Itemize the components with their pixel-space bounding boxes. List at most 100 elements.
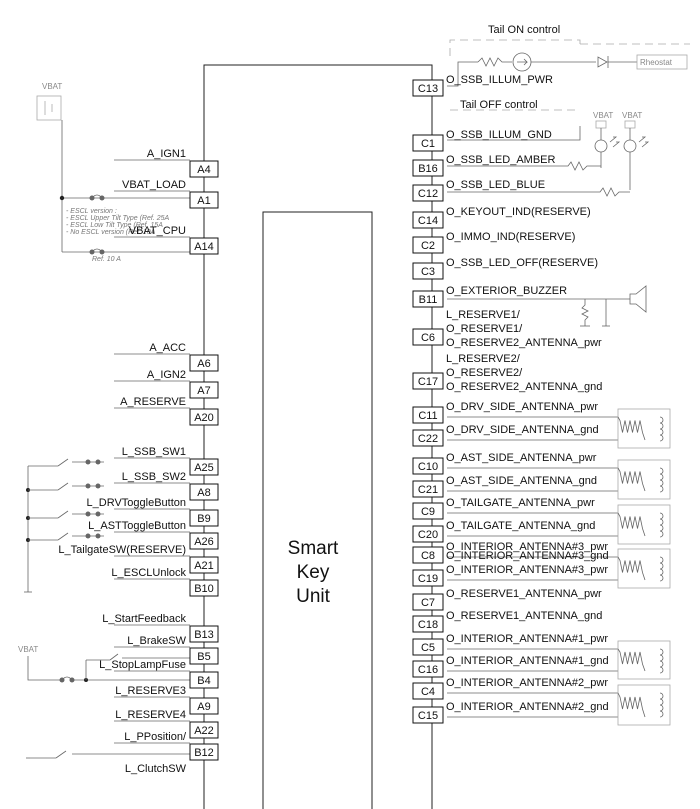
amber-led-icon	[594, 139, 608, 153]
pin-label-line-2: O_RESERVE1/	[446, 323, 523, 335]
antenna-coil-icon	[447, 459, 671, 500]
fuse-note-line-1: - ESCL version :	[66, 208, 117, 215]
right-pin-c5: C5O_INTERIOR_ANTENNA#1_pwr	[412, 633, 608, 656]
pin-label: O_RESERVE1_ANTENNA_pwr	[446, 588, 602, 600]
pin-id: B4	[197, 675, 210, 687]
pin-id: A20	[194, 412, 214, 424]
left-pin-a9: A9L_RESERVE3	[114, 685, 219, 715]
pin-id: A6	[197, 358, 210, 370]
left-pin-a20: A20 A_RESERVE	[114, 396, 219, 426]
pin-id: C15	[418, 710, 438, 722]
left-power-circuit: VBAT - ESCL version : - ESCL Upper Tilt …	[36, 82, 190, 263]
pin-label-line-3: O_RESERVE2_ANTENNA_pwr	[446, 337, 602, 349]
pin-id: A22	[194, 725, 214, 737]
pin-label: L_SSB_SW1	[122, 446, 186, 458]
pin-label: VBAT_LOAD	[122, 179, 186, 191]
tail-off-control-label: Tail OFF control	[460, 99, 538, 111]
pin-id: C5	[421, 642, 435, 654]
pin-label: L_SSB_SW2	[122, 471, 186, 483]
right-pin-c7: C7 O_RESERVE1_ANTENNA_pwr	[412, 588, 602, 611]
switch-icon	[28, 482, 104, 491]
pin-id: B10	[194, 583, 214, 595]
pin-label: L_DRVToggleButton	[87, 497, 186, 509]
battery-vbat-label: VBAT	[42, 82, 62, 91]
pin-id: C9	[421, 506, 435, 518]
left-pin-b10: B10 L_ESCLUnlock	[111, 567, 219, 597]
pin-label: A_RESERVE	[120, 396, 186, 408]
unit-outline	[203, 64, 433, 809]
pin-label: O_INTERIOR_ANTENNA#3_pwr	[446, 541, 608, 553]
pin-id: C4	[421, 686, 435, 698]
pin-label: O_IMMO_IND(RESERVE)	[446, 231, 575, 243]
antenna-coil-icon	[447, 408, 671, 449]
fuse-note-line-3: - ESCL Low Tilt Type (Ref. 15A	[66, 222, 163, 229]
buzzer-circuit	[447, 285, 647, 327]
tail-control-circuit: Tail ON control Tail OFF control Rheosta…	[447, 24, 690, 197]
switch-icon	[28, 532, 104, 541]
pin-id: B5	[197, 651, 210, 663]
fuse-note-line-4: - No ESCL version (Ref. 10A	[66, 229, 156, 236]
pin-label: O_EXTERIOR_BUZZER	[446, 285, 567, 297]
led-vbat-label-1: VBAT	[593, 111, 613, 120]
pin-label: O_DRV_SIDE_ANTENNA_gnd	[446, 424, 599, 436]
pin-label: O_TAILGATE_ANTENNA_gnd	[446, 520, 595, 532]
antenna-coils	[447, 408, 671, 726]
pin-label: A_ACC	[149, 342, 186, 354]
left-pin-a7: A7A_IGN2	[114, 369, 219, 399]
led-vbat-label-2: VBAT	[622, 111, 642, 120]
pin-label: O_SSB_ILLUM_PWR	[446, 74, 553, 86]
right-pin-c1: C1O_SSB_ILLUM_GND	[412, 129, 552, 152]
switch-icon	[28, 510, 104, 519]
unit-title-line-1: Smart	[288, 538, 339, 559]
right-pin-c15: C15 O_INTERIOR_ANTENNA#2_gnd	[412, 701, 609, 724]
pin-id: C12	[418, 188, 438, 200]
pin-id: A4	[197, 164, 210, 176]
pin-label: A_IGN1	[147, 148, 186, 160]
left-pin-b4: B4 L_StopLampFuse	[99, 659, 219, 689]
pin-label: O_INTERIOR_ANTENNA#1_gnd	[446, 655, 609, 667]
pin-label: L_StopLampFuse	[99, 659, 186, 671]
pin-id: C14	[418, 215, 438, 227]
left-pin-a6: A6 A_ACC	[114, 342, 219, 372]
pin-id: C8	[421, 550, 435, 562]
pin-label: L_RESERVE3	[115, 685, 186, 697]
left-pin-a8: A8L_SSB_SW2	[114, 471, 219, 501]
pin-id: C17	[418, 376, 438, 388]
rheostat-box	[636, 54, 688, 70]
battery-icon	[36, 95, 62, 121]
pin-id: C19	[418, 573, 438, 585]
pin-label: L_PPosition/	[124, 731, 187, 743]
pin-id: C21	[418, 484, 438, 496]
buzzer-icon	[629, 285, 647, 313]
pin-id: B12	[194, 747, 214, 759]
left-pin-a4: A4 A_IGN1	[114, 148, 219, 178]
right-pin-c6: C6L_RESERVE1/O_RESERVE1/O_RESERVE2_ANTEN…	[412, 309, 602, 349]
pin-label-line-2: L_ClutchSW	[125, 763, 187, 775]
pin-label-line-2: O_RESERVE2/	[446, 367, 523, 379]
pin-id: C11	[418, 410, 437, 422]
unit-title: Smart Key Unit	[288, 538, 339, 607]
pin-label: O_SSB_LED_OFF(RESERVE)	[446, 257, 598, 269]
right-pin-c4: C4O_INTERIOR_ANTENNA#2_pwr	[412, 677, 608, 700]
pin-label: O_RESERVE1_ANTENNA_gnd	[446, 610, 602, 622]
pin-label: L_ESCLUnlock	[111, 567, 186, 579]
pin-label: O_INTERIOR_ANTENNA#2_gnd	[446, 701, 609, 713]
pin-id: B11	[419, 294, 438, 306]
right-pin-c19: C19O_INTERIOR_ANTENNA#3_gndO_INTERIOR_AN…	[412, 550, 609, 587]
unit-title-line-2: Key	[297, 562, 330, 583]
pin-id: C7	[421, 597, 435, 609]
pin-id: A1	[197, 195, 210, 207]
pin-id: C10	[418, 461, 438, 473]
